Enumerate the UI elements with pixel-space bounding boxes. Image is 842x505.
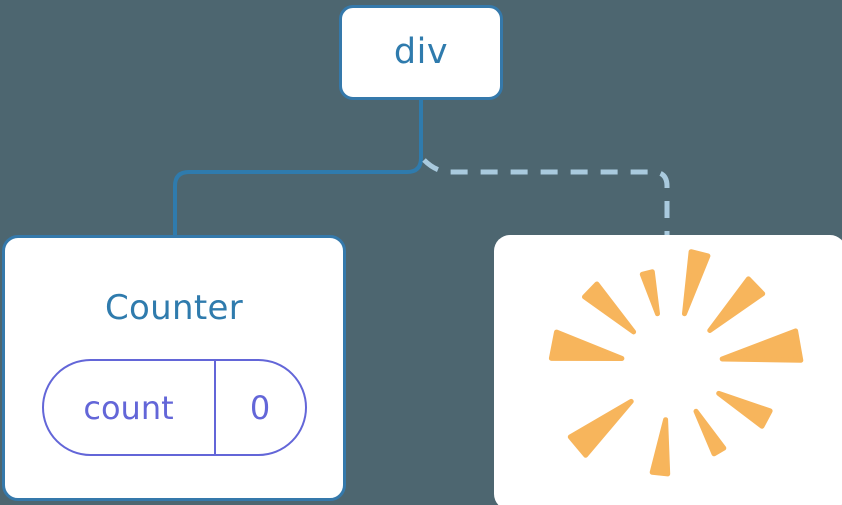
burst-ray-6 (719, 328, 804, 363)
burst-ray-9 (649, 417, 671, 477)
state-pill-count[interactable]: count 0 (41, 359, 307, 456)
node-div-label: div (393, 32, 449, 72)
edge-div-to-loading (422, 158, 670, 240)
sparkle-burst-rays (548, 249, 804, 477)
node-counter[interactable]: Counter count 0 (2, 235, 346, 501)
node-counter-label: Counter (105, 288, 243, 328)
burst-ray-4 (548, 329, 625, 361)
node-div[interactable]: div (339, 5, 503, 100)
edge-div-to-counter (173, 98, 423, 240)
burst-ray-10 (693, 408, 727, 457)
burst-ray-5 (707, 276, 766, 333)
burst-ray-7 (716, 390, 773, 429)
state-pill-key: count (44, 361, 216, 454)
burst-ray-2 (639, 269, 660, 317)
burst-ray-3 (582, 281, 637, 335)
burst-ray-1 (682, 249, 711, 317)
state-pill-value: 0 (249, 388, 271, 427)
node-loading[interactable] (494, 235, 842, 505)
burst-ray-8 (567, 398, 634, 458)
